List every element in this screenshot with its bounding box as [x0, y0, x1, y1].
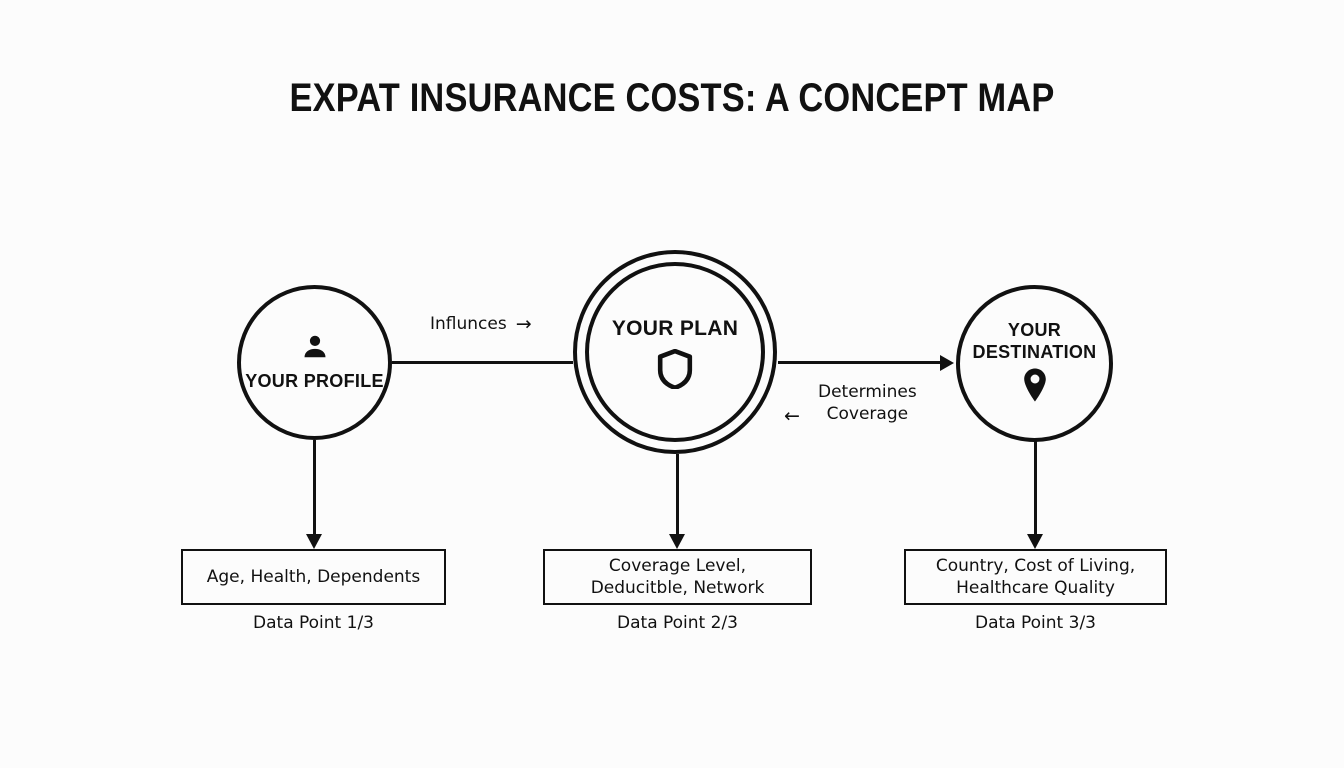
node-your-destination-label-line1: YOUR	[1007, 320, 1062, 341]
data-box-1-line1: Age, Health, Dependents	[206, 566, 421, 587]
person-icon	[300, 332, 330, 366]
connector-profile-to-box1	[313, 440, 316, 540]
node-your-profile[interactable]: YOUR PROFILE	[237, 285, 392, 440]
data-box-3[interactable]: Country, Cost of Living, Healthcare Qual…	[904, 549, 1167, 605]
map-pin-icon	[1020, 367, 1050, 407]
node-your-plan[interactable]: YOUR PLAN	[573, 250, 777, 454]
data-box-3-line2: Healthcare Quality	[956, 578, 1115, 598]
edge-label-determines-line2: Coverage	[826, 404, 909, 425]
arrowhead-down-icon	[306, 534, 322, 549]
data-box-1-caption: Data Point 1/3	[253, 613, 374, 633]
connector-plan-to-destination	[778, 361, 942, 364]
edge-label-determines-line1: Determines	[818, 382, 917, 402]
arrow-right-icon: →	[515, 313, 532, 336]
data-box-3-text: Country, Cost of Living, Healthcare Qual…	[926, 555, 1145, 599]
data-box-1[interactable]: Age, Health, Dependents	[181, 549, 446, 605]
connector-profile-to-plan	[392, 361, 573, 364]
data-box-2-text: Coverage Level, Deducitble, Network	[581, 555, 775, 599]
page-title: EXPAT INSURANCE COSTS: A CONCEPT MAP	[289, 76, 1055, 120]
node-your-destination-label-line2: DESTINATION	[972, 341, 1097, 362]
node-your-destination[interactable]: YOUR DESTINATION	[956, 285, 1113, 442]
edge-label-influences-text: Influnces	[430, 314, 507, 334]
node-your-destination-content: YOUR DESTINATION	[960, 289, 1109, 438]
node-your-profile-label: YOUR PROFILE	[245, 370, 384, 391]
data-box-1-text: Age, Health, Dependents	[197, 566, 430, 588]
data-box-3-caption: Data Point 3/3	[975, 613, 1096, 633]
arrowhead-down-icon	[1027, 534, 1043, 549]
data-box-3-line1: Country, Cost of Living,	[935, 555, 1136, 576]
connector-plan-to-box2	[676, 454, 679, 540]
data-box-2[interactable]: Coverage Level, Deducitble, Network	[543, 549, 812, 605]
data-box-2-caption: Data Point 2/3	[617, 613, 738, 633]
arrowhead-right-icon	[940, 355, 954, 371]
connector-destination-to-box3	[1034, 440, 1037, 540]
node-your-profile-content: YOUR PROFILE	[241, 289, 388, 436]
edge-label-influences: Influnces →	[430, 314, 532, 336]
data-box-2-line2: Deducitble, Network	[590, 578, 765, 598]
data-box-2-line1: Coverage Level,	[608, 555, 747, 576]
node-your-destination-label: YOUR DESTINATION	[973, 320, 1097, 362]
arrowhead-down-icon	[669, 534, 685, 549]
edge-label-determines-coverage: Determines Coverage	[818, 381, 917, 425]
node-your-plan-content: YOUR PLAN	[577, 254, 773, 450]
node-your-plan-label: YOUR PLAN	[611, 317, 739, 341]
arrow-left-icon: ←	[784, 405, 800, 427]
shield-icon	[657, 348, 693, 393]
